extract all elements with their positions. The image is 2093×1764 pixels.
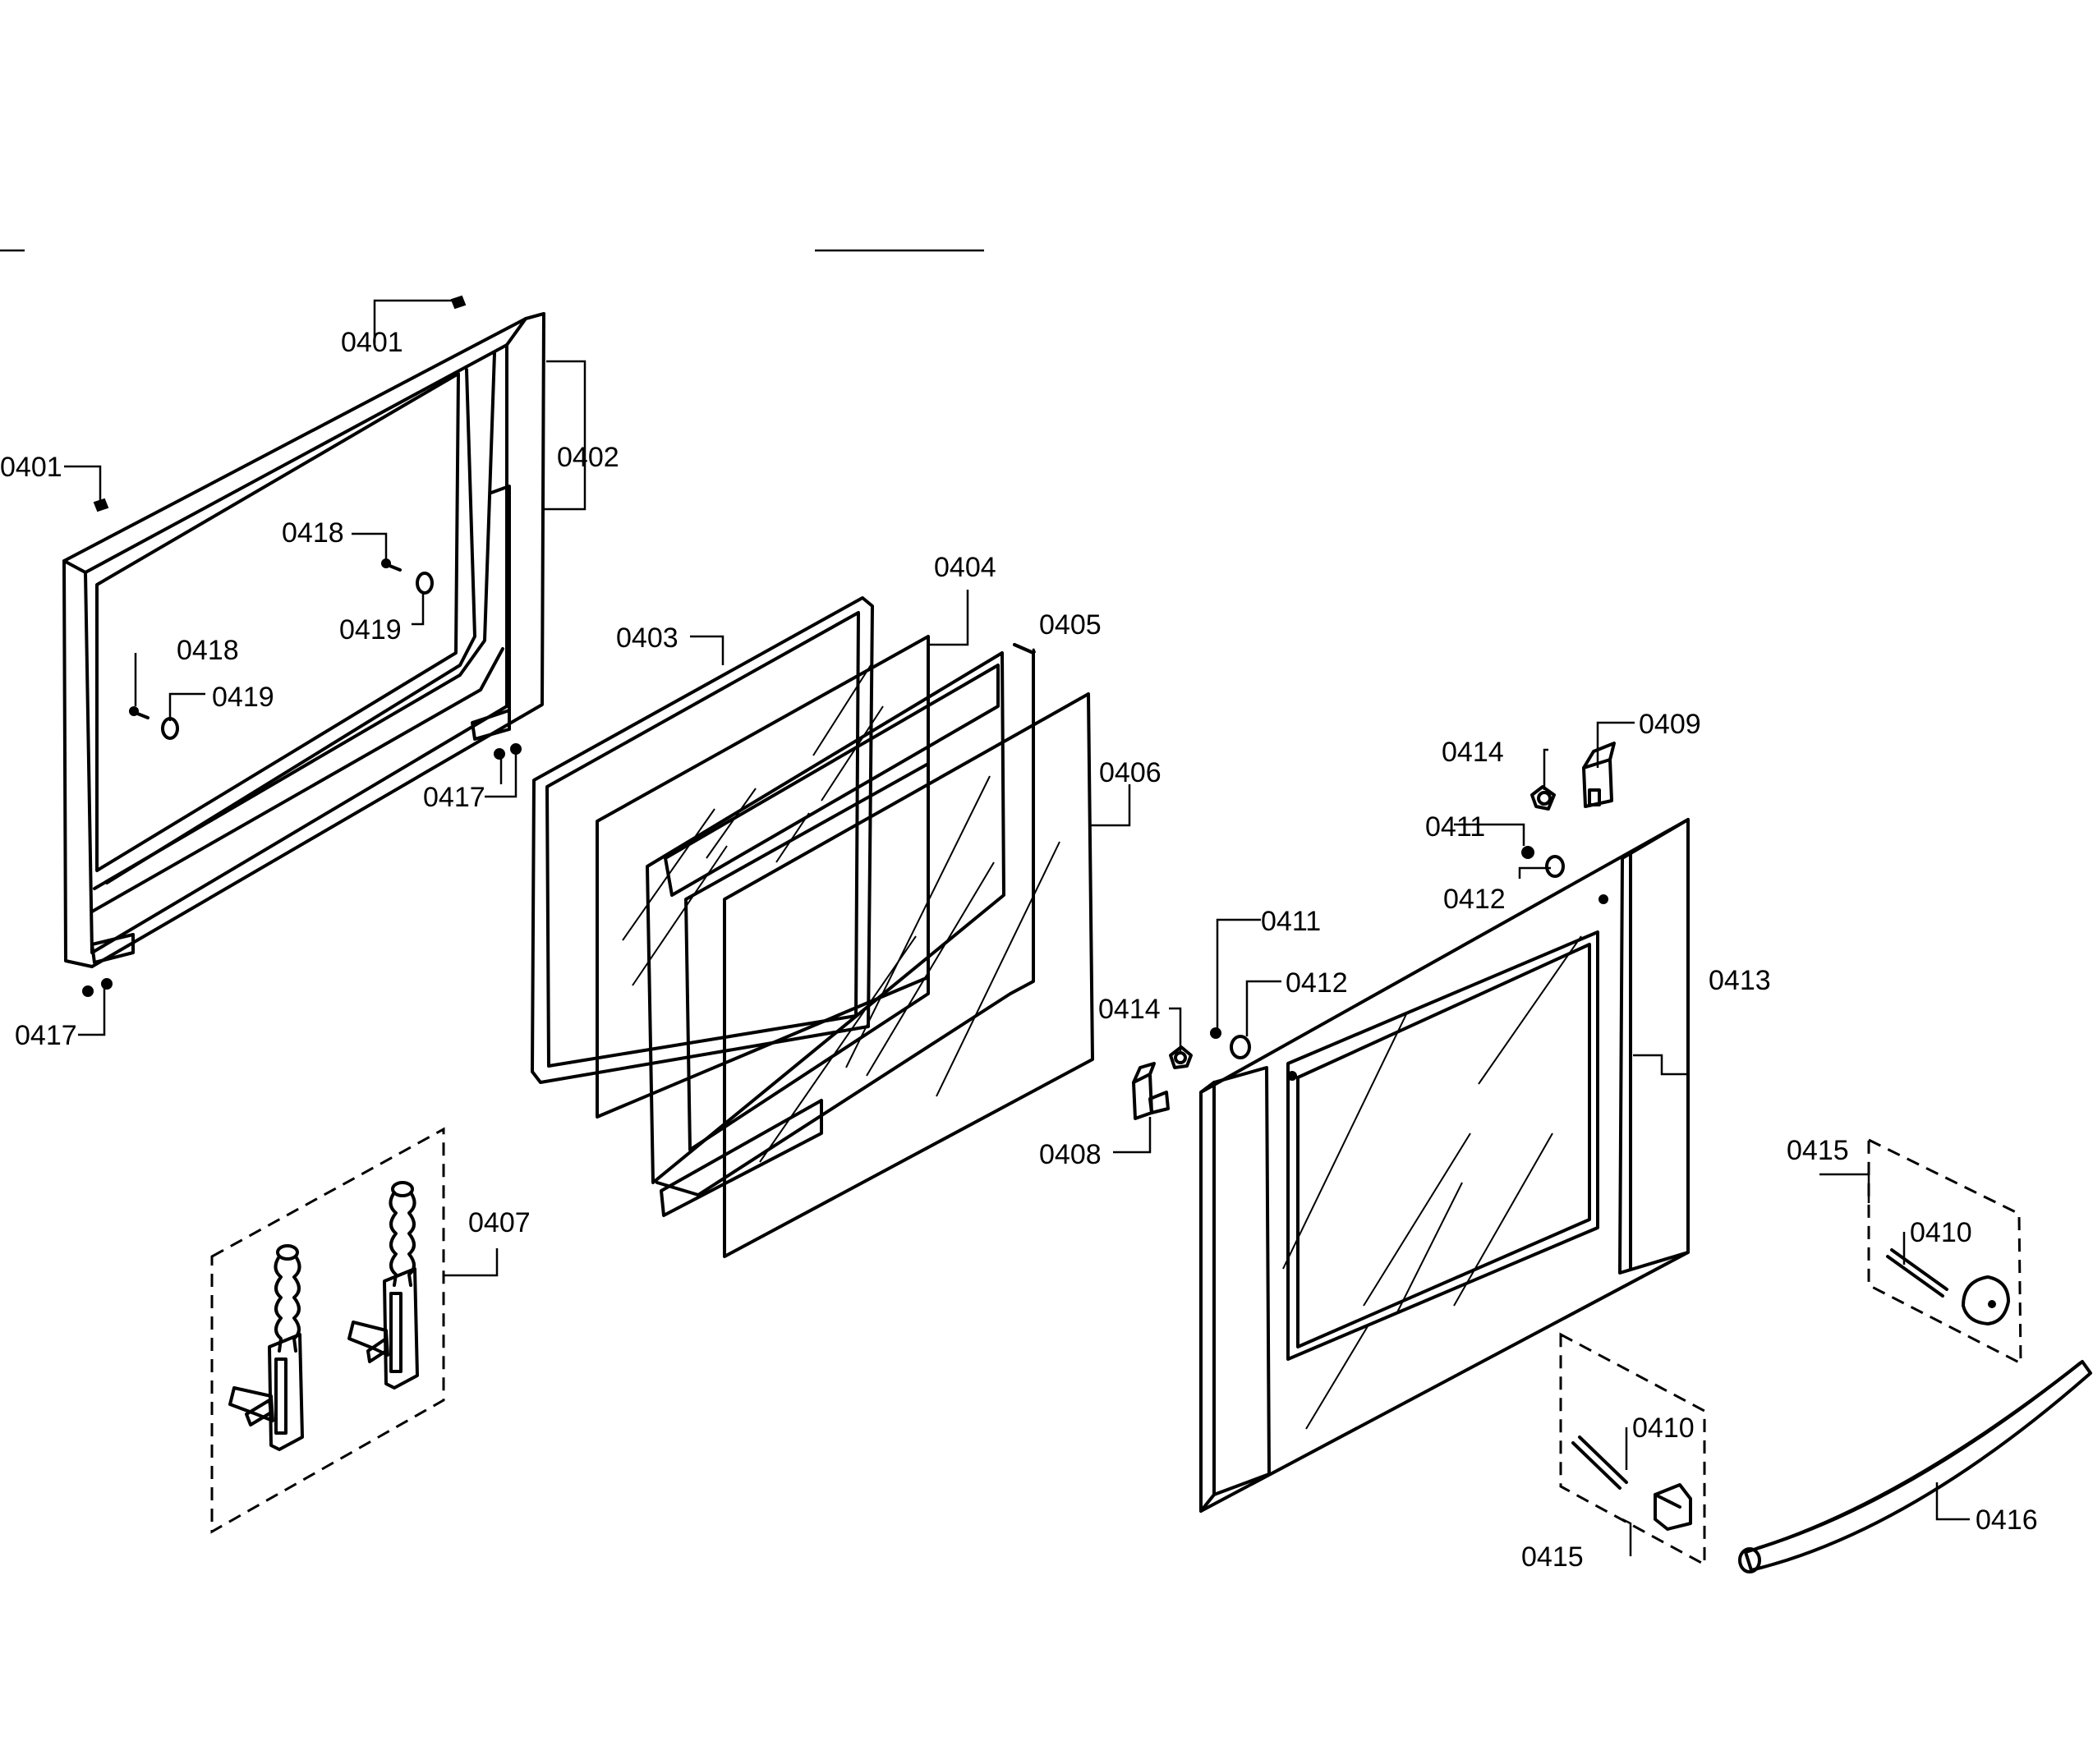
label-0405: 0405 xyxy=(1039,609,1102,641)
door-hinge-set xyxy=(210,1127,445,1534)
label-0418-upper: 0418 xyxy=(282,517,344,549)
label-0411-upper: 0411 xyxy=(1425,811,1485,843)
label-0403: 0403 xyxy=(616,622,678,654)
glass-holder-frame xyxy=(646,643,1035,1217)
callout-leader-lines xyxy=(64,299,1970,1556)
outer-glass-panel xyxy=(723,692,1094,1258)
label-0412-lower: 0412 xyxy=(1286,967,1348,999)
label-0402: 0402 xyxy=(557,442,619,473)
label-0408: 0408 xyxy=(1039,1139,1102,1170)
label-0407: 0407 xyxy=(468,1207,531,1238)
label-0410-lower: 0410 xyxy=(1632,1413,1695,1444)
label-0406: 0406 xyxy=(1099,757,1162,788)
label-0411-lower: 0411 xyxy=(1261,906,1321,937)
label-0412-upper: 0412 xyxy=(1443,884,1506,915)
label-0414-lower: 0414 xyxy=(1098,994,1161,1025)
label-0416: 0416 xyxy=(1976,1504,2038,1536)
upper-bolt-and-washer xyxy=(1521,846,1565,878)
callout-labels: 0401 0401 0402 0418 0419 0418 0419 0417 … xyxy=(0,327,2038,1573)
label-0409: 0409 xyxy=(1639,709,1701,740)
label-0401-top: 0401 xyxy=(341,327,403,358)
label-0419-lower: 0419 xyxy=(212,682,274,713)
label-0415-lower: 0415 xyxy=(1521,1541,1584,1573)
door-gasket xyxy=(531,596,874,1084)
label-0417-right: 0417 xyxy=(423,782,485,813)
door-handle-bar xyxy=(1738,1360,2092,1573)
label-0413: 0413 xyxy=(1709,965,1771,996)
label-0417-left: 0417 xyxy=(15,1020,77,1051)
label-0404: 0404 xyxy=(934,552,996,583)
label-0414-upper: 0414 xyxy=(1442,737,1504,768)
upper-right-bracket xyxy=(1530,742,1616,811)
handle-mount-upper xyxy=(1867,1137,2022,1366)
outer-door-panel xyxy=(1199,818,1690,1513)
label-0418-lower: 0418 xyxy=(177,635,239,666)
label-0410-upper: 0410 xyxy=(1910,1217,1972,1248)
inner-door-frame xyxy=(62,312,545,968)
handle-mount-lower xyxy=(1559,1332,1706,1567)
label-0419-upper: 0419 xyxy=(339,614,402,645)
label-0401-left: 0401 xyxy=(0,452,62,483)
label-0415-upper: 0415 xyxy=(1787,1135,1849,1166)
